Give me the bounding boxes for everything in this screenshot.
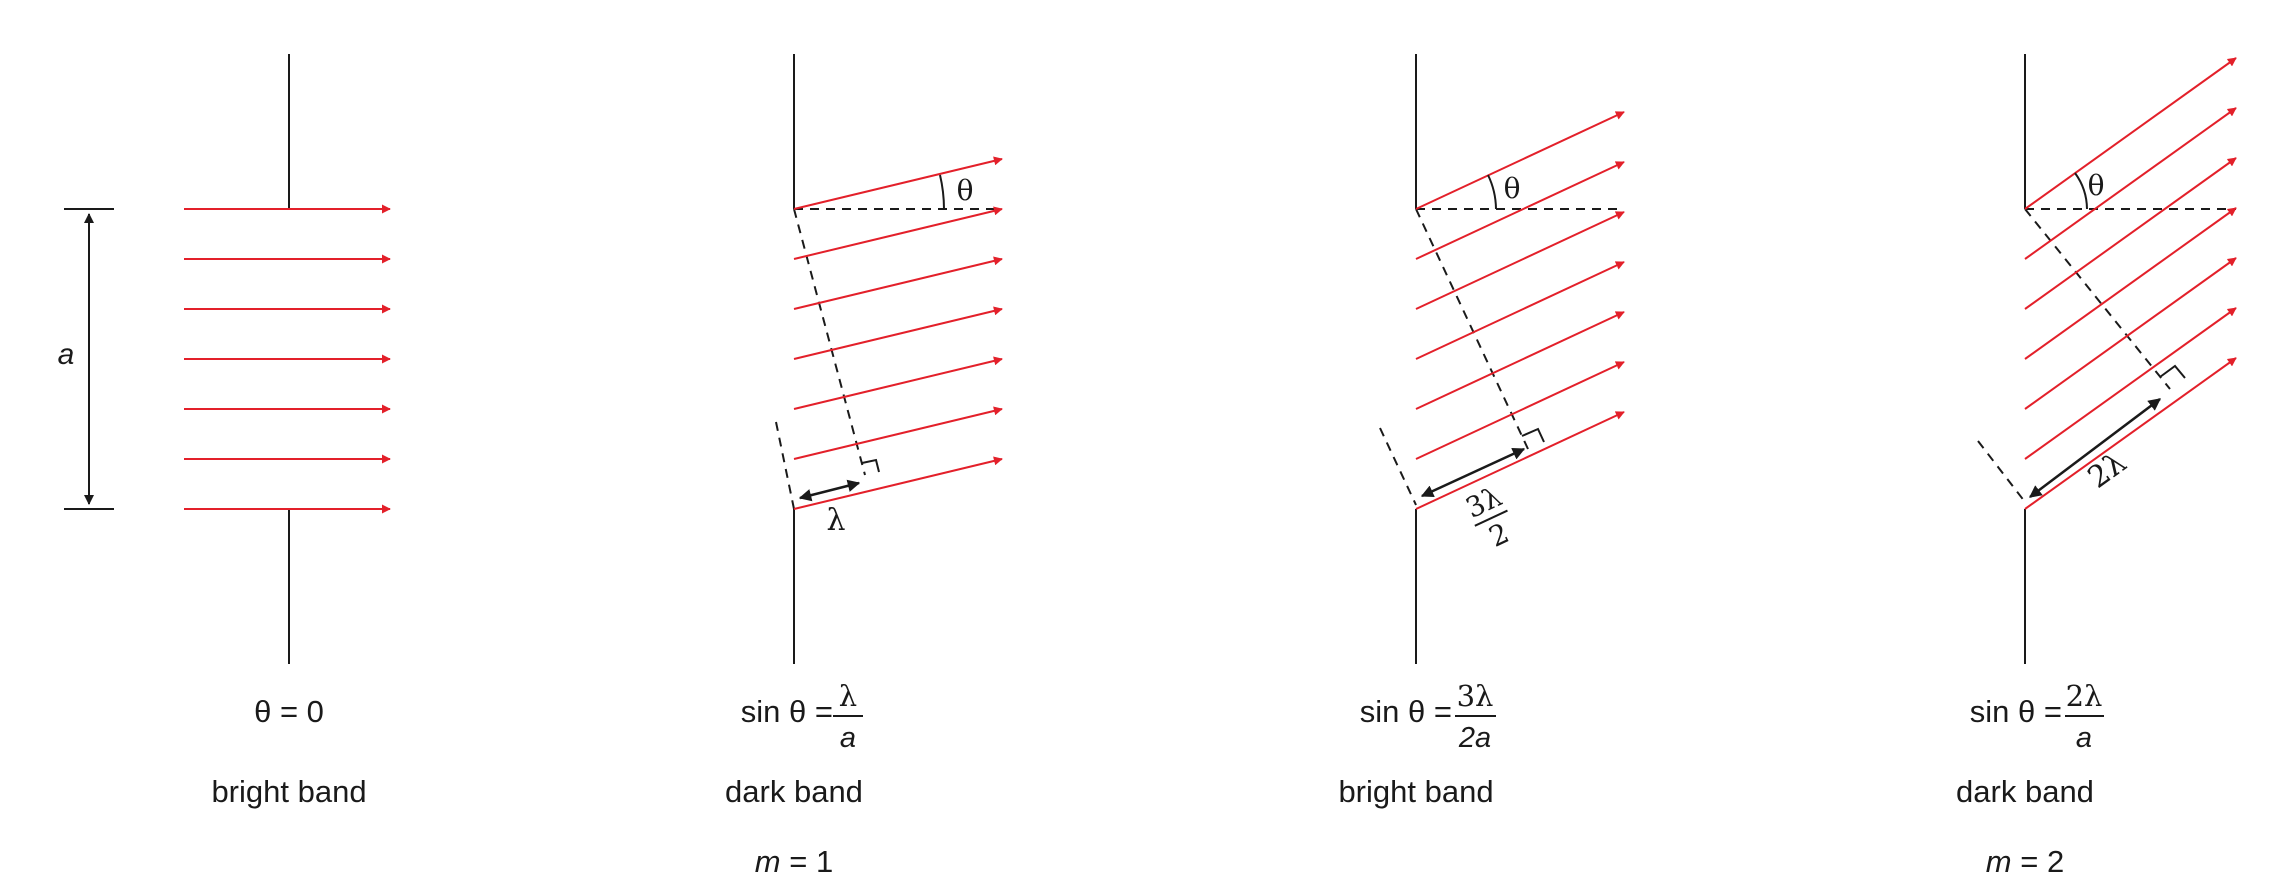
ray: [2024, 107, 2237, 260]
ray: [2024, 257, 2237, 410]
condition-equation: sin θ = λ a: [741, 679, 863, 754]
wall-extension-dashed: [775, 421, 795, 510]
ray: [793, 306, 1003, 360]
panel-4: θ 2λ sin θ = 2λ a dark band m = 2: [1956, 54, 2237, 879]
angle-label: θ: [957, 174, 974, 207]
ray: [2024, 207, 2237, 360]
order-label: m = 1: [755, 844, 833, 879]
angle-arc: [939, 174, 945, 210]
right-angle-marker: [2159, 364, 2186, 379]
path-difference-label: λ: [826, 503, 845, 538]
wall-extension-dashed: [1977, 440, 2026, 503]
angle-arc: [1487, 174, 1497, 210]
panel-1: a θ = 0 bright band: [58, 54, 391, 809]
right-angle-marker: [1521, 427, 1545, 443]
ray-group: [2024, 57, 2237, 510]
condition-equation: sin θ = 2λ a: [1970, 679, 2104, 754]
ray: [793, 356, 1003, 410]
wall-extension-dashed: [1379, 427, 1417, 506]
ray: [793, 456, 1003, 510]
wavefront-dashed: [1415, 208, 1529, 450]
path-difference-arrow: [2029, 398, 2161, 498]
ray: [2024, 157, 2237, 310]
angle-label: θ: [2088, 169, 2105, 202]
ray: [793, 256, 1003, 310]
order-value: = 1: [781, 844, 834, 879]
path-difference-arrow: [798, 479, 861, 502]
order-variable: m: [1986, 844, 2012, 879]
ray: [2024, 357, 2237, 510]
ray: [1415, 111, 1625, 210]
band-label: bright band: [1338, 774, 1493, 809]
right-angle-marker: [861, 458, 880, 473]
ray: [1415, 161, 1625, 260]
wavefront-dashed: [793, 208, 866, 476]
order-value: = 2: [2012, 844, 2065, 879]
path-label-bar: [1474, 509, 1508, 527]
ray: [1415, 361, 1625, 460]
ray: [2024, 57, 2237, 210]
order-label: m = 2: [1986, 844, 2064, 879]
angle-label: θ: [1504, 172, 1521, 205]
equation-lhs: sin θ =: [1970, 694, 2062, 729]
band-label: dark band: [1956, 774, 2094, 809]
ray: [793, 406, 1003, 460]
angle-arc: [2074, 172, 2088, 210]
wavefront-dashed: [2024, 208, 2171, 390]
equation-denominator: a: [840, 722, 856, 754]
ray: [1415, 211, 1625, 310]
ray: [2024, 307, 2237, 460]
panel-3: θ 3λ 2 sin θ = 3λ 2a bright band: [1338, 54, 1625, 809]
condition-equation: sin θ = 3λ 2a: [1360, 679, 1496, 754]
band-label: bright band: [211, 774, 366, 809]
order-variable: m: [755, 844, 781, 879]
panel-2: θ λ sin θ = λ a dark band m = 1: [725, 54, 1003, 879]
slit-width-label: a: [58, 338, 75, 371]
equation-numerator: 2λ: [2066, 679, 2103, 713]
equation-numerator: 3λ: [1457, 679, 1494, 713]
equation-denominator: 2a: [1458, 722, 1491, 754]
equation-denominator: a: [2076, 722, 2092, 754]
ray-group: [184, 204, 391, 514]
band-label: dark band: [725, 774, 863, 809]
ray: [1415, 311, 1625, 410]
equation-lhs: sin θ =: [1360, 694, 1452, 729]
ray: [1415, 261, 1625, 360]
ray: [1415, 411, 1625, 510]
equation-lhs: sin θ =: [741, 694, 833, 729]
path-difference-arrow: [1420, 447, 1526, 498]
path-difference-label: 3λ 2: [1461, 480, 1514, 554]
path-label-denominator: 2: [1484, 516, 1514, 553]
condition-equation: θ = 0: [254, 694, 324, 729]
ray-group: [793, 156, 1003, 510]
ray: [793, 156, 1003, 210]
ray: [793, 206, 1003, 260]
equation-numerator: λ: [839, 679, 857, 713]
